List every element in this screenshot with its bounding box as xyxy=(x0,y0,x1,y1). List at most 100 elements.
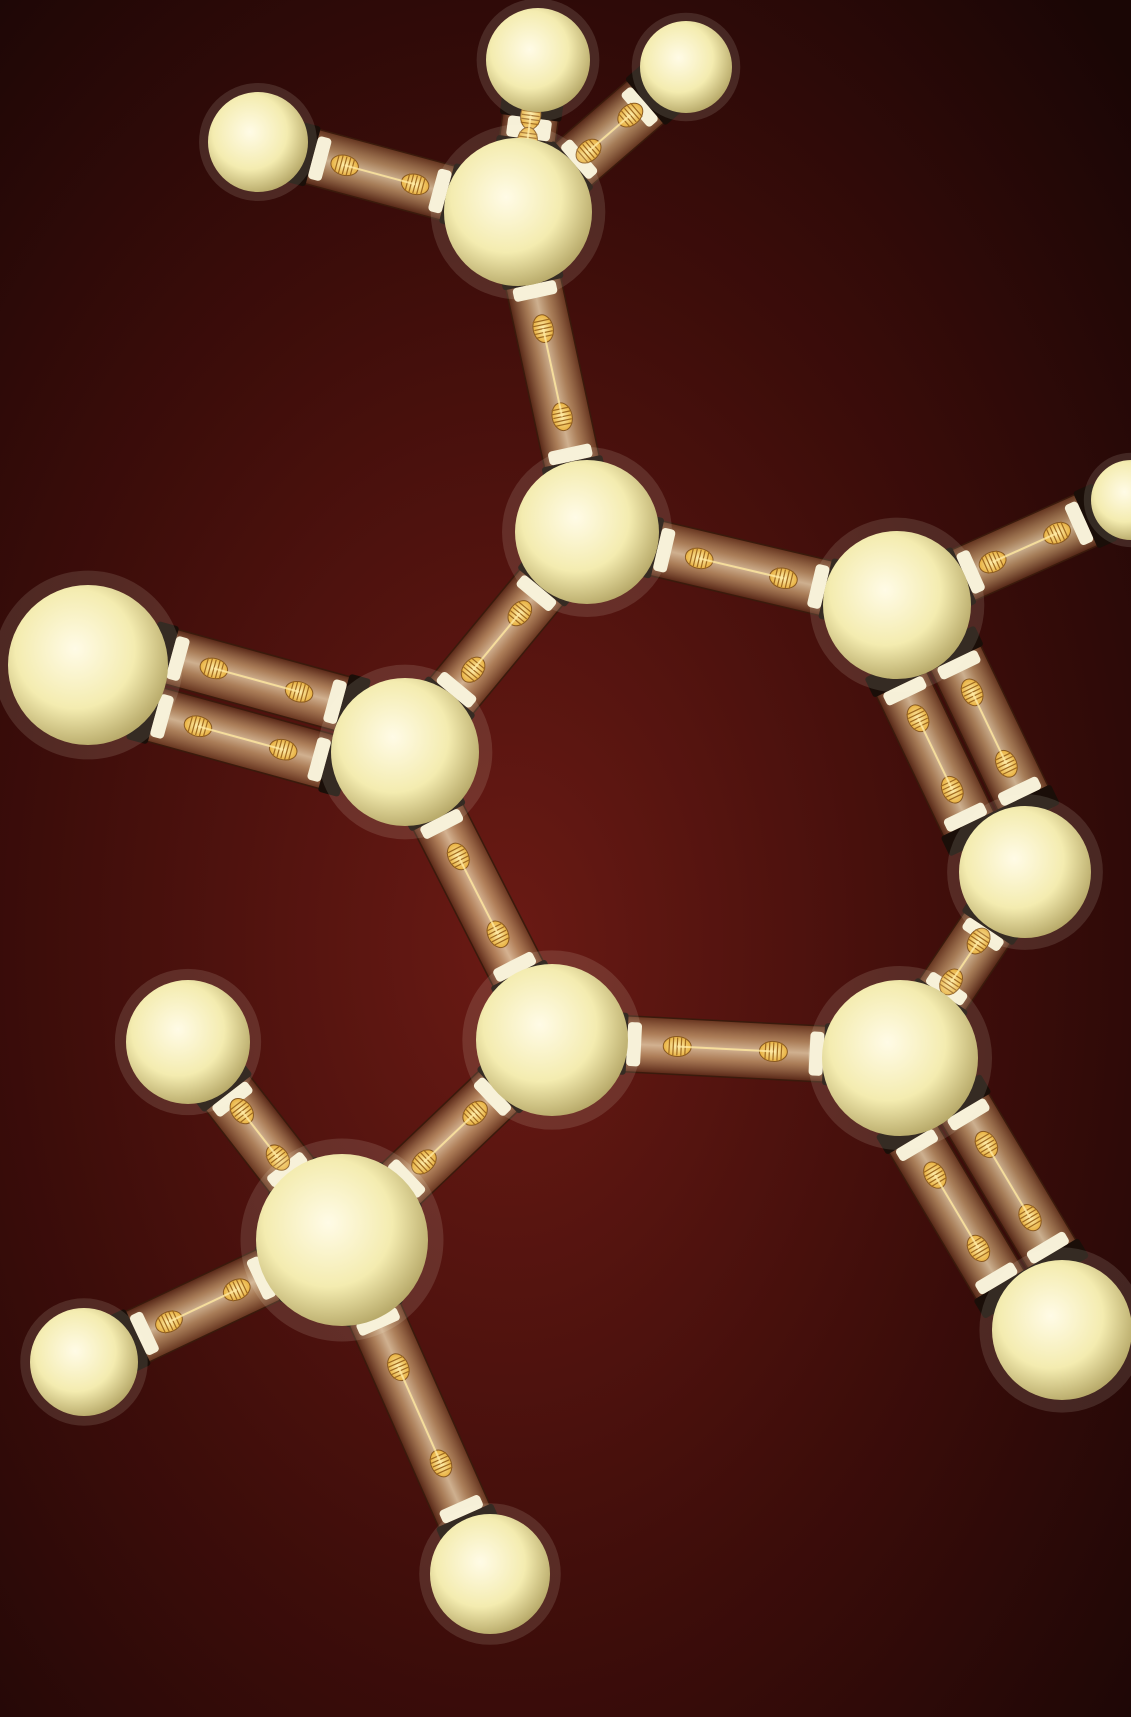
bulb-globe xyxy=(1091,460,1131,540)
filament-thread xyxy=(623,107,637,123)
filament-thread xyxy=(231,1101,247,1114)
filament-wire xyxy=(240,1110,279,1159)
bulb-globe xyxy=(992,1260,1131,1400)
filament-thread xyxy=(972,1246,989,1257)
filament-thread xyxy=(780,1042,783,1061)
filament-thread xyxy=(975,928,991,940)
atom-bulb-top-left-hydrogen xyxy=(199,83,317,201)
filament-thread xyxy=(630,102,643,118)
filament-thread xyxy=(776,1042,779,1061)
atom-bulb-top-right-hydrogen xyxy=(631,12,741,122)
bulb-globe xyxy=(8,585,168,745)
atom-bulb-right-edge-atom-bottom xyxy=(979,1247,1131,1413)
filament-thread xyxy=(938,983,955,995)
filament-thread xyxy=(984,555,994,573)
filament-wire xyxy=(423,1112,476,1163)
tube-collar xyxy=(356,1307,400,1336)
filament-thread xyxy=(974,1250,991,1261)
filament-wire xyxy=(526,115,532,142)
filament-thread xyxy=(943,785,961,795)
filament-thread xyxy=(696,549,702,568)
filament-thread xyxy=(337,155,344,174)
filament-wire xyxy=(677,1045,774,1053)
filament-wire xyxy=(344,164,416,186)
filament-wire xyxy=(197,725,284,751)
filament-thread xyxy=(626,105,640,120)
tube-collar xyxy=(956,550,985,594)
filament-thread xyxy=(419,177,426,196)
tube-collar xyxy=(212,1081,253,1117)
atom-bulb-ring-carbon-upper xyxy=(502,447,672,617)
atom-bulb-oxygen-left xyxy=(0,570,183,760)
filament-thread xyxy=(981,556,990,574)
filament-thread xyxy=(960,680,978,690)
filament-thread xyxy=(579,146,592,161)
tube-collar xyxy=(1026,1231,1069,1264)
filament-wire xyxy=(472,612,521,671)
filament-thread xyxy=(772,1042,775,1061)
filament-thread xyxy=(947,792,965,802)
filament-wire xyxy=(698,557,784,580)
filament-thread xyxy=(962,684,979,694)
tube-collar xyxy=(388,1159,426,1198)
filament-thread xyxy=(493,936,510,947)
bulb-globe xyxy=(331,678,479,826)
tube-collar xyxy=(947,1098,990,1131)
bulb-globe xyxy=(476,964,628,1116)
filament-thread xyxy=(1056,523,1065,540)
filament-thread xyxy=(239,1277,249,1295)
filament-thread xyxy=(207,658,213,677)
filament-thread xyxy=(299,684,306,702)
filament-wire xyxy=(971,691,1008,765)
tube-collar xyxy=(512,280,558,302)
filament-thread xyxy=(489,929,507,939)
bulb-globe xyxy=(30,1308,138,1416)
filament-thread xyxy=(463,666,478,679)
filament-wire xyxy=(168,1288,238,1323)
filament-thread xyxy=(157,1316,167,1334)
filament-thread xyxy=(941,979,957,991)
filament-thread xyxy=(287,742,294,761)
tube-collar xyxy=(808,1031,825,1076)
tube-collar xyxy=(516,575,557,611)
filament-thread xyxy=(191,716,198,735)
filament-thread xyxy=(389,1363,407,1372)
tube-collar xyxy=(166,636,190,681)
bulb-globe xyxy=(959,806,1091,938)
filament-wire xyxy=(992,532,1058,564)
bulb-globe xyxy=(822,980,978,1136)
atom-bulb-methyl-carbon-bottom xyxy=(240,1138,444,1342)
filament-thread xyxy=(411,1160,425,1175)
filament-thread xyxy=(974,1132,991,1143)
filament-thread xyxy=(988,553,997,571)
tube-collar xyxy=(548,443,593,466)
tube-collar xyxy=(807,564,830,609)
filament-thread xyxy=(235,1279,245,1297)
filament-wire xyxy=(587,114,631,152)
atom-bulb-top-hydrogen xyxy=(476,0,600,122)
filament-thread xyxy=(229,1098,245,1111)
tube-collar xyxy=(626,1022,643,1067)
filament-thread xyxy=(521,113,540,118)
tube-collar xyxy=(150,694,174,739)
filament-thread xyxy=(303,685,310,703)
filament-thread xyxy=(471,1103,485,1118)
filament-thread xyxy=(576,149,589,164)
tube-collar xyxy=(998,776,1042,806)
tube-collar xyxy=(493,951,537,982)
filament-thread xyxy=(788,571,794,589)
filament-thread xyxy=(416,176,422,195)
filament-thread xyxy=(275,1157,291,1170)
tube-collar xyxy=(428,168,452,214)
filament-thread xyxy=(414,1157,428,1172)
atom-bulb-bottom-left-hydrogen xyxy=(20,1298,148,1426)
filament-wire xyxy=(457,856,499,935)
atom-bulb-right-edge-atom-top xyxy=(1083,452,1131,548)
tube-collar xyxy=(307,737,331,782)
filament-thread xyxy=(334,154,340,173)
tube-collar xyxy=(420,809,464,839)
filament-thread xyxy=(232,1281,242,1299)
filament-thread xyxy=(272,1154,288,1167)
filament-thread xyxy=(284,741,291,760)
